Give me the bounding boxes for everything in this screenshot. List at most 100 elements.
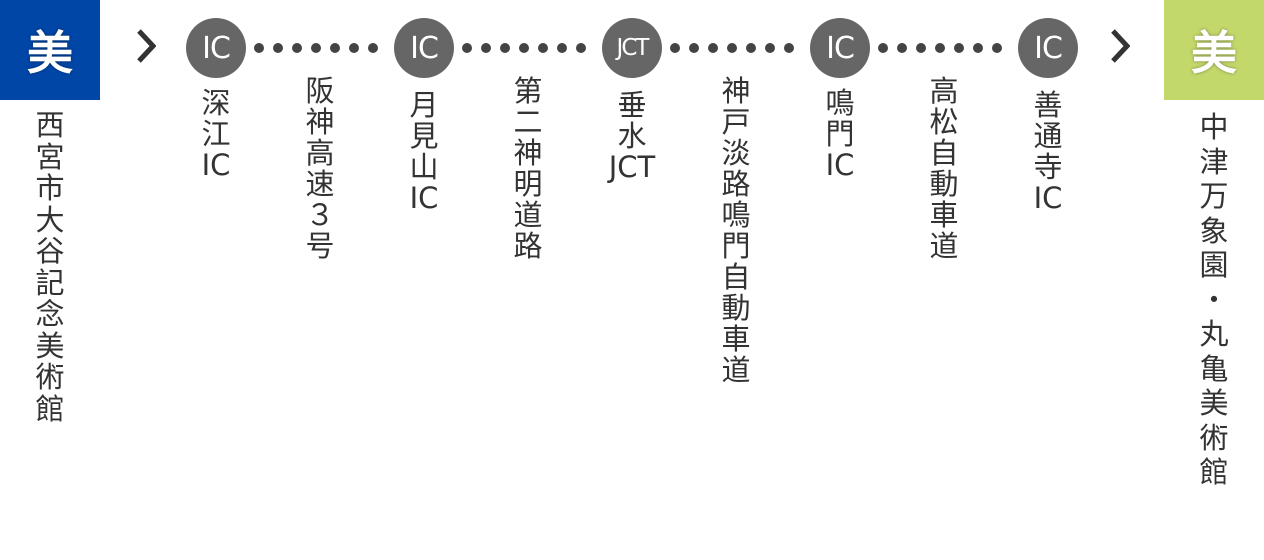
label-line: 万 <box>1199 179 1229 213</box>
dot <box>689 43 699 53</box>
dot <box>916 43 926 53</box>
label-line: 鳴 <box>721 198 751 232</box>
label-line: IC <box>1033 181 1063 215</box>
label-line: 象 <box>1199 213 1229 248</box>
jct-badge: JCT <box>602 18 662 78</box>
label-line: 津 <box>1199 144 1229 179</box>
label-line: 通 <box>1033 119 1063 153</box>
label-line: 垂 <box>617 88 647 122</box>
label-line: 館 <box>1199 455 1229 489</box>
label-line: 第 <box>513 74 543 108</box>
label-line: 淡 <box>721 136 751 170</box>
label-line: 号 <box>305 229 335 263</box>
label-line: IC <box>201 148 231 182</box>
label-line: 動 <box>721 291 751 325</box>
dot <box>349 43 359 53</box>
end-museum-name: 中津万象園・丸亀美術館 <box>1174 110 1254 490</box>
label-line: 車 <box>721 322 751 356</box>
label-line: 善 <box>1033 88 1063 122</box>
dot <box>784 43 794 53</box>
label-line: 阪 <box>305 74 335 108</box>
road-name: 高松自動車道 <box>904 76 984 262</box>
dot <box>935 43 945 53</box>
dot <box>292 43 302 53</box>
ic-badge: IC <box>186 18 246 78</box>
dot <box>954 43 964 53</box>
label-line: 術 <box>1199 420 1229 455</box>
label-line: 市 <box>35 171 65 205</box>
dot <box>576 43 586 53</box>
start-museum-icon: 美 <box>0 0 100 100</box>
label-line: 月 <box>409 88 439 122</box>
label-line: JCT <box>608 150 656 184</box>
dot <box>727 43 737 53</box>
road-dots <box>462 43 586 53</box>
dot <box>708 43 718 53</box>
label-line: 園 <box>1199 248 1229 282</box>
label-line: 西 <box>35 108 65 142</box>
dot <box>330 43 340 53</box>
label-line: 山 <box>409 150 439 184</box>
label-line: 宮 <box>35 139 65 174</box>
label-line: 水 <box>617 119 647 153</box>
ic-badge: IC <box>810 18 870 78</box>
label-line: 見 <box>409 119 439 153</box>
start-museum-name: 西宮市大谷記念美術館 <box>10 108 90 425</box>
label-line: 亀 <box>1199 351 1229 386</box>
road-name: 第二神明道路 <box>488 76 568 262</box>
dot <box>273 43 283 53</box>
label-line: 二 <box>513 105 543 139</box>
label-line: 道 <box>721 353 751 387</box>
label-line: 谷 <box>35 234 65 268</box>
label-line: 路 <box>721 167 751 201</box>
dot <box>368 43 378 53</box>
dot <box>481 43 491 53</box>
road-dots <box>670 43 794 53</box>
label-line: 美 <box>1199 386 1229 420</box>
label-line: 車 <box>929 198 959 232</box>
label-line: IC <box>409 181 439 215</box>
dot <box>500 43 510 53</box>
label-line: 明 <box>513 167 543 201</box>
dot <box>765 43 775 53</box>
dot <box>519 43 529 53</box>
label-line: 寺 <box>1033 150 1063 184</box>
label-line: 中 <box>1199 110 1229 144</box>
chevron-right-icon <box>1111 29 1130 63</box>
label-line: ・ <box>1199 282 1229 317</box>
label-line: 記 <box>35 265 65 300</box>
dot <box>254 43 264 53</box>
label-line: 戸 <box>721 105 751 139</box>
label-line: 道 <box>929 229 959 263</box>
dot <box>973 43 983 53</box>
road-dots <box>254 43 378 53</box>
label-line: 神 <box>513 136 543 170</box>
label-line: 自 <box>721 260 751 294</box>
end-museum-icon: 美 <box>1164 0 1264 100</box>
label-line: ３ <box>305 198 335 232</box>
ic-badge: IC <box>394 18 454 78</box>
dot <box>897 43 907 53</box>
dot <box>557 43 567 53</box>
label-line: 深 <box>201 86 231 120</box>
road-name: 神戸淡路鳴門自動車道 <box>696 76 776 386</box>
dot <box>311 43 321 53</box>
dot <box>746 43 756 53</box>
label-line: 路 <box>513 229 543 263</box>
label-line: 江 <box>201 117 231 151</box>
label-line: 高 <box>305 136 335 170</box>
label-line: 松 <box>929 105 959 139</box>
dot <box>992 43 1002 53</box>
label-line: 門 <box>721 229 751 263</box>
label-line: 神 <box>305 105 335 139</box>
road-dots <box>878 43 1002 53</box>
label-line: 大 <box>35 202 65 237</box>
label-line: 丸 <box>1199 317 1229 351</box>
label-line: 速 <box>305 167 335 201</box>
label-line: 鳴 <box>825 86 855 120</box>
